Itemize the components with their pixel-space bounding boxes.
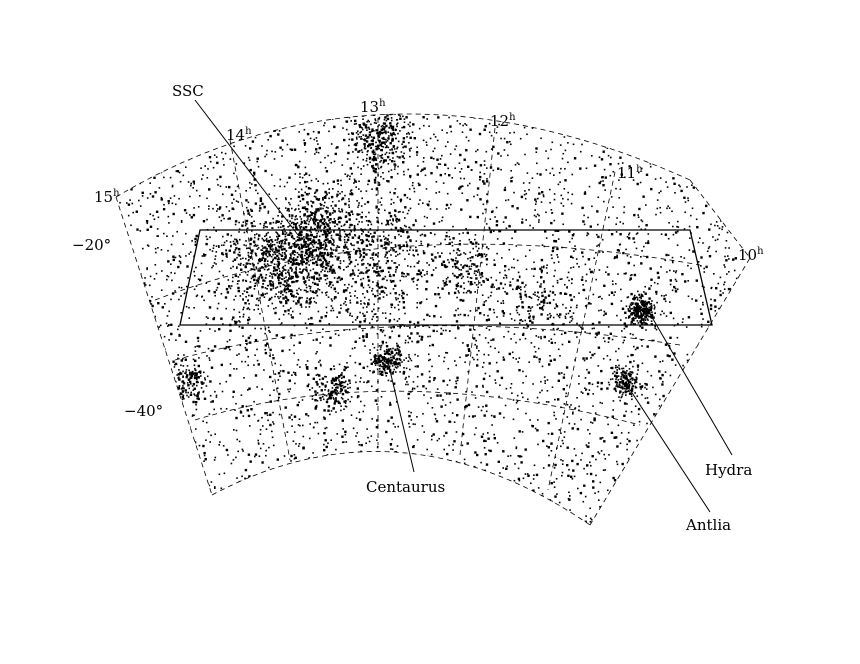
ssc-leader-line xyxy=(194,99,299,236)
ra-label-13h: 13h xyxy=(360,98,386,116)
survey-region-outline xyxy=(179,229,713,326)
dec-arc-3 xyxy=(194,390,641,426)
hydra-leader-line xyxy=(641,299,733,456)
dec-arc-2 xyxy=(174,325,681,361)
ra-label-14h: 14h xyxy=(226,126,252,144)
cluster-label-hydra: Hydra xyxy=(705,461,752,479)
antlia-leader-line xyxy=(624,381,711,513)
galaxy-distribution xyxy=(116,114,750,525)
ra-label-15h: 15h xyxy=(94,188,120,206)
ra-line-11 xyxy=(547,171,616,491)
outer-arc-top xyxy=(115,113,691,198)
dec-label-minus20: −20° xyxy=(72,236,111,254)
centaurus-leader-line xyxy=(387,361,415,473)
ra-label-10h: 10h xyxy=(738,246,764,264)
ra-label-11h: 11h xyxy=(617,164,643,182)
cluster-label-ssc: SSC xyxy=(172,82,204,100)
dec-label-minus40: −40° xyxy=(124,402,163,420)
ra-line-12 xyxy=(459,127,496,456)
outer-arc-bottom xyxy=(211,451,591,526)
ra-label-12h: 12h xyxy=(490,112,516,130)
cluster-label-antlia: Antlia xyxy=(685,516,731,534)
coordinate-grid xyxy=(115,113,751,526)
ra-line-14 xyxy=(229,139,291,461)
cluster-label-centaurus: Centaurus xyxy=(366,478,445,496)
left-boundary xyxy=(115,196,213,496)
